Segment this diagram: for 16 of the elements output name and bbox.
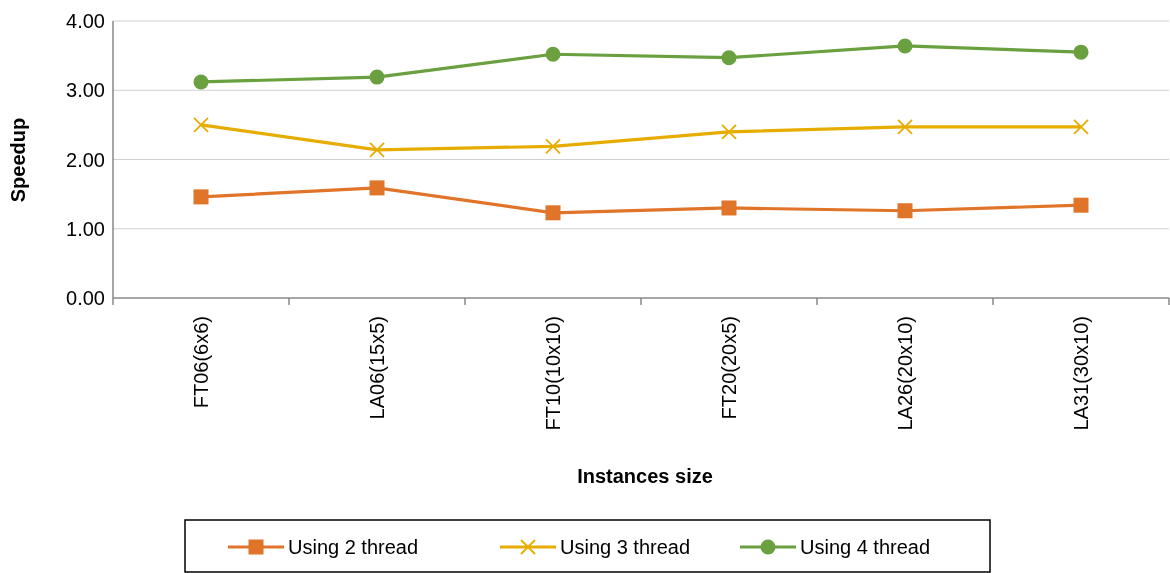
tick-label: 0.00 (66, 287, 105, 309)
category-label: LA31(30x10) (1070, 316, 1092, 431)
tick-label: 1.00 (66, 217, 105, 240)
legend-label: Using 2 thread (288, 536, 419, 558)
tick-label: 4.00 (66, 10, 105, 32)
legend-label: Using 3 thread (560, 536, 691, 558)
category-label: LA26(20x10) (894, 316, 916, 431)
category-label: FT06(6x6) (190, 316, 212, 409)
category-label: FT20(20x5) (718, 316, 740, 420)
axis-title: Speedup (7, 117, 29, 203)
category-label: FT10(10x10) (542, 316, 564, 431)
legend-label: Using 4 thread (800, 536, 931, 558)
tick-label: 2.00 (66, 148, 105, 171)
axis-title: Instances size (577, 465, 713, 487)
category-label: LA06(15x5) (366, 316, 388, 420)
tick-label: 3.00 (66, 79, 105, 102)
